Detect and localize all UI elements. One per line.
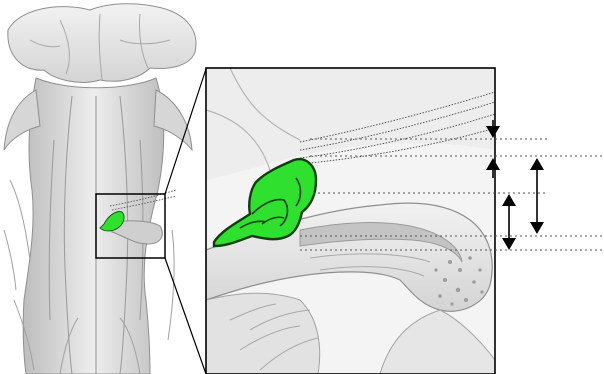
zoom-view bbox=[206, 68, 495, 374]
double-arrow-long bbox=[530, 158, 544, 234]
zoom-lower-mass bbox=[206, 293, 320, 374]
double-arrow-short bbox=[502, 194, 516, 250]
